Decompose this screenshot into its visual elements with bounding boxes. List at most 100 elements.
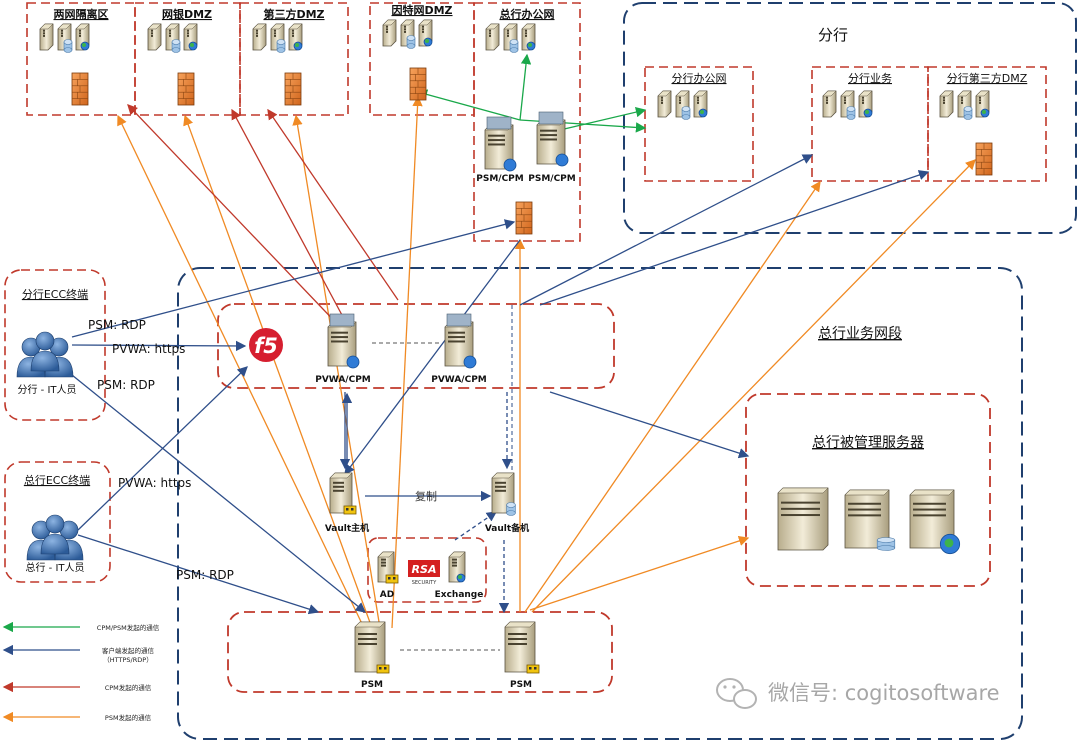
rsa-logo-sub: SECURITY xyxy=(412,580,437,586)
edge-label-replicate: 复制 xyxy=(415,489,437,503)
client-link-8 xyxy=(344,239,521,476)
legend-label: PSM发起的通信 xyxy=(105,713,152,722)
client-link-2 xyxy=(71,219,516,338)
edge-label-hq-pvwa: PVWA: https xyxy=(118,476,191,490)
ad-group xyxy=(367,537,487,603)
psm-cpm-server-2 xyxy=(536,111,569,167)
green-link-1 xyxy=(416,89,521,121)
hq-office-zone-title: 总行办公网 xyxy=(500,7,555,21)
cpm-link-3 xyxy=(267,108,399,301)
pvwa-cpm-server-2 xyxy=(444,313,477,369)
branch-ecc-zone xyxy=(4,269,106,421)
hq-office-server-1 xyxy=(485,23,500,51)
branch-firewall-icon xyxy=(975,142,993,176)
branch-zone xyxy=(623,2,1077,234)
bank-dmz-firewall-icon xyxy=(177,72,195,106)
edge-label-branch-psm-rdp-1: PSM: RDP xyxy=(88,318,146,332)
legend-item: 客户端发起的通信（HTTPS/RDP） xyxy=(2,644,155,664)
exchange-server xyxy=(448,551,466,583)
vault-primary-server xyxy=(329,472,357,515)
internet-dmz-firewall-icon xyxy=(409,67,427,101)
branch-third-dmz-server-2 xyxy=(957,90,973,120)
hq-business-zone xyxy=(177,267,1023,740)
branch-business-server-1 xyxy=(822,90,837,118)
pvwa-group xyxy=(217,303,615,389)
branch-office-server-1 xyxy=(657,90,672,118)
psm-cpm-label-1: PSM/CPM xyxy=(476,174,524,184)
green-link-2 xyxy=(519,53,532,121)
pvwa-cpm-label-2: PVWA/CPM xyxy=(431,375,487,385)
rsa-logo-text: RSA xyxy=(412,563,437,576)
third-dmz-zone-title: 第三方DMZ xyxy=(263,7,324,21)
client-link-6 xyxy=(519,154,814,306)
hq-office-firewall-icon xyxy=(515,201,533,235)
isolation-zone xyxy=(26,2,136,116)
third-dmz-server-2 xyxy=(270,23,286,53)
hq-managed-zone-title: 总行被管理服务器 xyxy=(812,435,924,451)
f5-logo: f5 xyxy=(249,328,283,362)
psm-server-1 xyxy=(354,621,390,674)
branch-third-dmz-zone-title: 分行第三方DMZ xyxy=(947,71,1028,85)
legend-label: CPM/PSM发起的通信 xyxy=(97,623,160,632)
hq-business-zone-title: 总行业务网段 xyxy=(818,326,902,342)
branch-third-dmz-server-3 xyxy=(975,90,990,118)
legend-label: 客户端发起的通信 xyxy=(102,646,155,655)
branch-third-dmz-server-1 xyxy=(939,90,954,118)
rsa-logo: RSA SECURITY xyxy=(408,560,440,586)
client-link-5 xyxy=(77,534,320,615)
psm-cpm-label-2: PSM/CPM xyxy=(528,174,576,184)
edge-label-branch-psm-rdp-2: PSM: RDP xyxy=(97,378,155,392)
hq-managed-server-2 xyxy=(844,489,896,551)
green-link-4 xyxy=(559,107,647,131)
hq-office-server-2 xyxy=(503,23,519,53)
psm-link-6 xyxy=(524,180,821,613)
isolation-zone-title: 两网隔离区 xyxy=(54,7,109,21)
psm-link-8 xyxy=(529,535,750,611)
psm-link-2 xyxy=(183,114,373,629)
internet-dmz-server-1 xyxy=(382,19,397,47)
psm-link-4 xyxy=(391,95,423,629)
third-dmz-server-1 xyxy=(252,23,267,51)
legend-label-sub: （HTTPS/RDP） xyxy=(103,656,152,664)
wechat-icon xyxy=(716,678,757,709)
branch-office-server-3 xyxy=(693,90,708,118)
connections xyxy=(71,53,976,651)
client-link-4 xyxy=(77,366,248,531)
isolation-server-3 xyxy=(75,23,90,51)
client-link-9 xyxy=(549,391,750,459)
branch-zone-title: 分行 xyxy=(818,26,848,44)
branch-business-server-3 xyxy=(858,90,873,118)
isolation-firewall-icon xyxy=(71,72,89,106)
branch-business-zone-title: 分行业务 xyxy=(848,72,892,85)
bank-dmz-server-1 xyxy=(147,23,162,51)
bank-dmz-server-3 xyxy=(183,23,198,51)
vault-backup-server xyxy=(491,472,516,516)
vault-primary-label: Vault主机 xyxy=(325,522,369,534)
psm-label-2: PSM xyxy=(510,680,532,690)
branch-it-person-icon xyxy=(16,331,74,378)
internet-dmz-server-3 xyxy=(418,19,433,47)
psm-link-3 xyxy=(292,114,381,629)
watermark-text: 微信号: cogitosoftware xyxy=(768,681,1000,705)
vault-backup-label: Vault备机 xyxy=(485,522,529,534)
ad-label: AD xyxy=(380,590,394,600)
pvwa-cpm-label-1: PVWA/CPM xyxy=(315,375,371,385)
hq-managed-server-1 xyxy=(777,487,829,551)
hq-managed-server-3 xyxy=(909,489,961,555)
branch-office-server-2 xyxy=(675,90,691,120)
watermark: 微信号: cogitosoftware xyxy=(716,678,1000,709)
branch-office-zone-title: 分行办公网 xyxy=(672,72,727,85)
exchange-label: Exchange xyxy=(435,590,484,600)
edge-label-hq-psm-rdp: PSM: RDP xyxy=(176,568,234,582)
devices xyxy=(16,19,993,674)
hq-office-server-3 xyxy=(521,23,536,51)
legend-item: PSM发起的通信 xyxy=(2,711,152,723)
bank-dmz-server-2 xyxy=(165,23,181,53)
branch-business-server-2 xyxy=(840,90,856,120)
psm-link-7 xyxy=(531,159,976,613)
isolation-server-2 xyxy=(57,23,73,53)
hq-it-person-icon xyxy=(26,514,84,561)
psm-cpm-server-1 xyxy=(484,116,517,172)
edge-label-branch-pvwa: PVWA: https xyxy=(112,342,185,356)
